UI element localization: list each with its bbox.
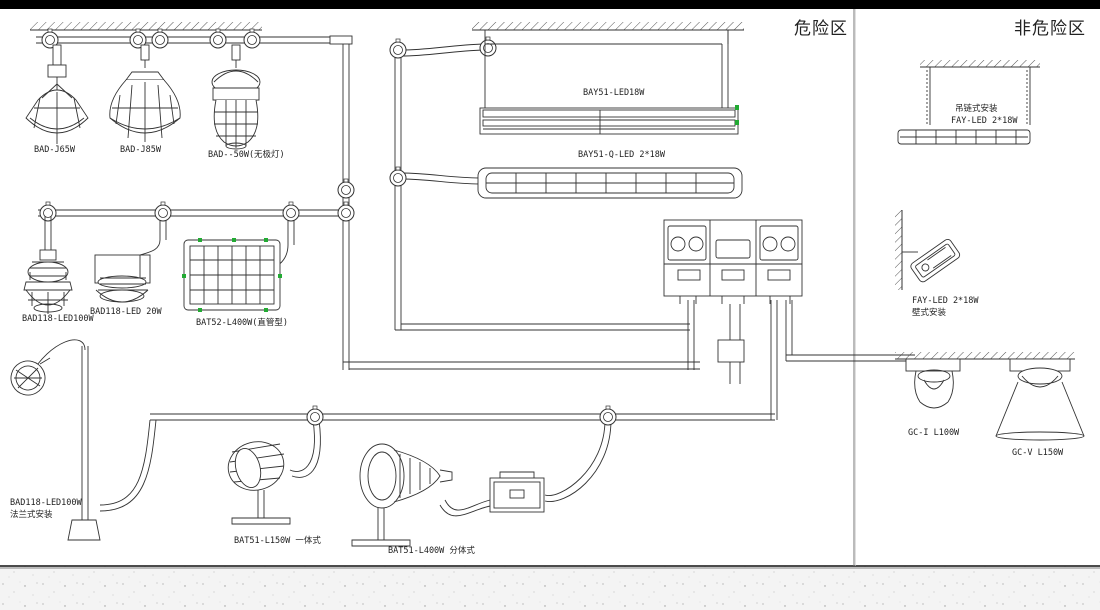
fixture-gc-i: [902, 358, 964, 409]
fixture-bad-50w: [211, 44, 261, 150]
fixture-bad-j85w: [109, 44, 181, 142]
fixture-fay-wall: [902, 238, 961, 283]
label-bad118-flange-mount: 法兰式安装: [10, 510, 53, 520]
label-bay51-q-led: BAY51-Q-LED 2*18W: [578, 150, 665, 160]
ground-speckle: [0, 566, 1100, 610]
label-bad-j85w: BAD-J85W: [120, 145, 161, 155]
top-border: [0, 0, 1100, 9]
fixture-bad118-led20w: [94, 254, 151, 303]
label-bad-j65w: BAD-J65W: [34, 145, 75, 155]
fixture-bay51-led18w: [479, 30, 739, 135]
ceiling-gc: [895, 352, 1075, 360]
fixture-bay51-q-led: [477, 167, 743, 199]
ceiling-right: [920, 60, 1040, 68]
label-bad-50w: BAD--50W(无极灯): [208, 150, 285, 160]
ceiling-left: [30, 22, 262, 31]
label-bat51-l400w: BAT51-L400W 分体式: [388, 546, 475, 556]
fixture-bad118-led100w: [23, 216, 73, 314]
distribution-box: [663, 219, 803, 384]
fixture-bat52-l400w: [183, 239, 281, 311]
fixture-bad118-flange: [10, 357, 101, 541]
bat52-indicators: [182, 238, 282, 312]
zone-hazardous-label: 危险区: [794, 19, 848, 39]
label-bay51-led18w: BAY51-LED18W: [583, 88, 645, 98]
label-gc-i: GC-I L100W: [908, 428, 960, 438]
label-fay-wall-model: FAY-LED 2*18W: [912, 296, 979, 306]
fixture-fay-chain: [897, 67, 1031, 145]
label-bad118-led100w: BAD118-LED100W: [22, 314, 94, 324]
label-fay-wall-mount: 壁式安装: [912, 308, 947, 318]
label-fay-chain-mount: 吊链式安装: [955, 104, 998, 114]
label-bad118-flange-model: BAD118-LED100W: [10, 498, 82, 508]
label-bat51-l150w: BAT51-L150W 一体式: [234, 536, 321, 546]
label-bat52-l400w: BAT52-L400W(直管型): [196, 318, 289, 328]
fixture-bat51-l400w: [351, 443, 453, 547]
wall-right: [895, 210, 903, 290]
ceiling-mid: [472, 22, 744, 31]
ballast-box: [489, 471, 545, 513]
fixture-bad-j65w: [25, 44, 89, 144]
indicator-green: [735, 105, 739, 110]
label-bad118-led20w: BAD118-LED 20W: [90, 307, 162, 317]
fixture-bat51-l150w: [227, 441, 291, 525]
fixture-gc-v: [995, 358, 1085, 441]
zone-non-hazardous-label: 非危险区: [1014, 19, 1086, 39]
label-gc-v: GC-V L150W: [1012, 448, 1064, 458]
indicator-green: [735, 120, 739, 125]
label-fay-chain-model: FAY-LED 2*18W: [951, 116, 1018, 126]
